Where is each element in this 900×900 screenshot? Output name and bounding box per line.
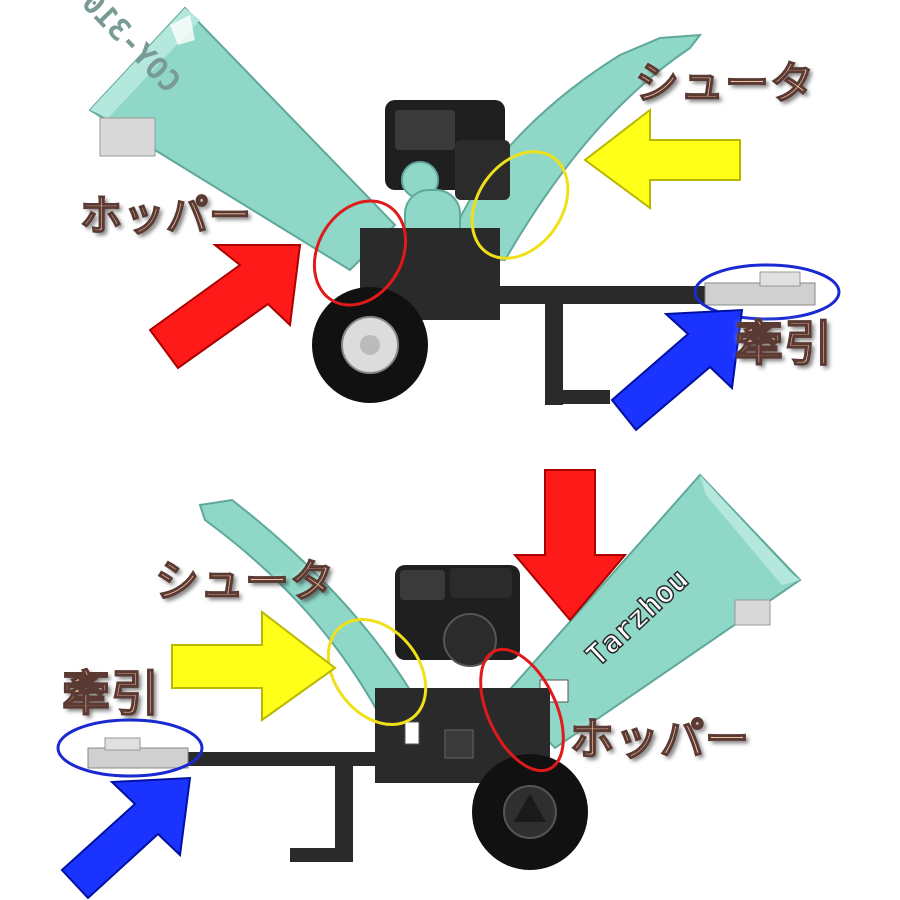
bottom-tow-arrow [60, 776, 192, 900]
bottom-chute-label: シュータ [154, 556, 335, 607]
bottom-tow-circle [56, 718, 204, 778]
top-hopper [88, 6, 397, 272]
bottom-chute-circle [326, 617, 428, 727]
bottom-hopper-arrow [512, 469, 628, 622]
top-chute-circle [470, 150, 570, 260]
top-hopper-arrow [148, 244, 302, 370]
bottom-machine: Tarzhou [87, 473, 802, 870]
top-hopper-circle [312, 199, 408, 307]
bottom-chute-arrow [171, 609, 337, 722]
top-chute-arrow [583, 107, 741, 210]
bottom-tow-hitch [87, 747, 189, 769]
bottom-hopper-circle [479, 647, 565, 773]
top-chute-label: シュータ [634, 58, 815, 109]
top-tow-arrow [610, 308, 744, 432]
top-tow-label: 牽引 [734, 316, 834, 372]
bottom-hopper-label: ホッパー [569, 714, 750, 765]
top-tow-circle [693, 263, 841, 321]
bottom-tow-label: 牽引 [61, 666, 161, 722]
top-hopper-label: ホッパー [79, 191, 253, 240]
